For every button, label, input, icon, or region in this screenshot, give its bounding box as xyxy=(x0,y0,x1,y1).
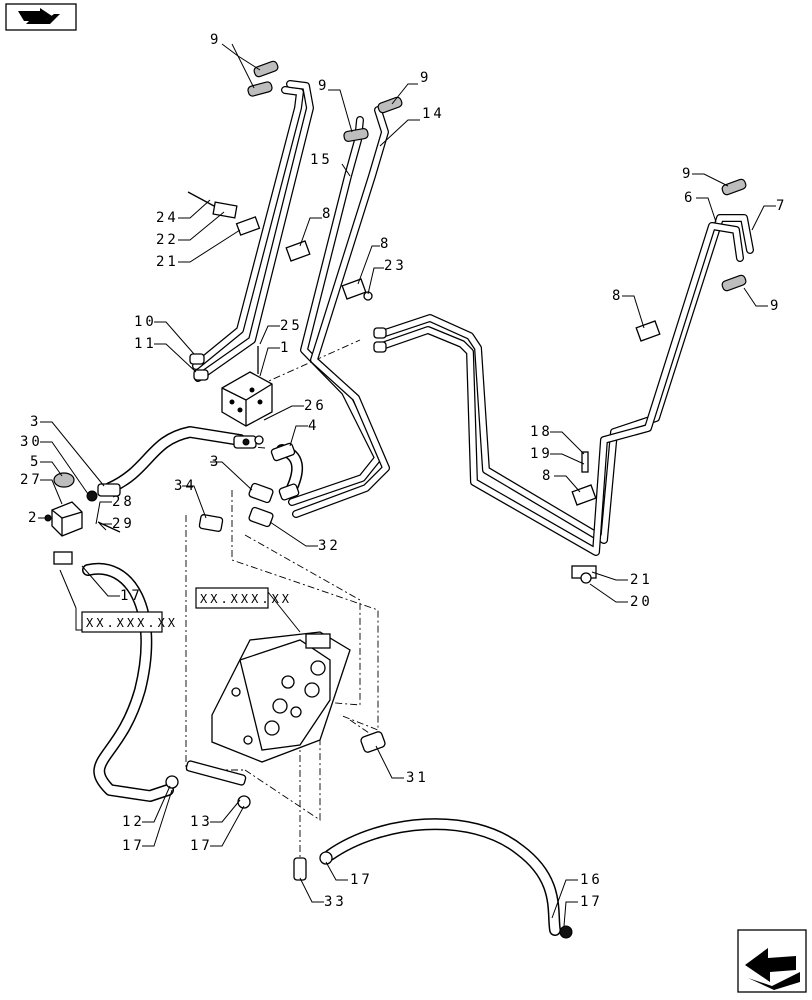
page-back-icon[interactable] xyxy=(5,3,77,31)
callout-19[interactable]: 19 xyxy=(530,446,553,462)
callout-30[interactable]: 30 xyxy=(20,434,43,450)
callout-9c[interactable]: 9 xyxy=(420,70,431,86)
reference-box-joystick-text: XX.XXX.XX xyxy=(86,616,178,630)
callout-26[interactable]: 26 xyxy=(304,398,327,414)
control-valve xyxy=(211,631,351,763)
reference-box-valve[interactable]: XX.XXX.XX xyxy=(195,587,292,609)
callout-8a[interactable]: 8 xyxy=(322,206,333,222)
callout-17d[interactable]: 17 xyxy=(350,872,373,888)
callout-9b[interactable]: 9 xyxy=(318,78,329,94)
callout-9d[interactable]: 9 xyxy=(682,166,693,182)
callout-8c[interactable]: 8 xyxy=(612,288,623,304)
callout-13[interactable]: 13 xyxy=(190,814,213,830)
callout-11[interactable]: 11 xyxy=(134,336,157,352)
callout-24[interactable]: 24 xyxy=(156,210,179,226)
callout-17b[interactable]: 17 xyxy=(122,838,145,854)
callout-34[interactable]: 34 xyxy=(174,478,197,494)
callout-3b[interactable]: 3 xyxy=(210,454,221,470)
callout-4[interactable]: 4 xyxy=(308,418,319,434)
callout-6[interactable]: 6 xyxy=(684,190,695,206)
callout-8b[interactable]: 8 xyxy=(380,236,391,252)
callout-17e[interactable]: 17 xyxy=(580,894,603,910)
callout-14[interactable]: 14 xyxy=(422,106,445,122)
callout-5[interactable]: 5 xyxy=(30,454,41,470)
callout-31[interactable]: 31 xyxy=(406,770,429,786)
callout-32[interactable]: 32 xyxy=(318,538,341,554)
callout-16[interactable]: 16 xyxy=(580,872,603,888)
joystick-valve xyxy=(44,472,83,565)
callout-2[interactable]: 2 xyxy=(28,510,39,526)
flexible-hoses xyxy=(82,426,561,936)
callout-1[interactable]: 1 xyxy=(280,340,291,356)
callout-3a[interactable]: 3 xyxy=(30,414,41,430)
callout-28[interactable]: 28 xyxy=(112,494,135,510)
callout-29[interactable]: 29 xyxy=(112,516,135,532)
callout-7[interactable]: 7 xyxy=(776,198,787,214)
callout-27[interactable]: 27 xyxy=(20,472,43,488)
page-forward-icon[interactable] xyxy=(737,929,807,993)
callout-20[interactable]: 20 xyxy=(630,594,653,610)
callout-10[interactable]: 10 xyxy=(134,314,157,330)
callout-9e[interactable]: 9 xyxy=(770,298,781,314)
fittings xyxy=(86,291,592,939)
reference-box-valve-text: XX.XXX.XX xyxy=(200,592,292,606)
callout-21b[interactable]: 21 xyxy=(630,572,653,588)
rigid-pipes xyxy=(192,80,754,556)
callout-9a[interactable]: 9 xyxy=(210,32,221,48)
callout-15[interactable]: 15 xyxy=(310,152,333,168)
callout-18[interactable]: 18 xyxy=(530,424,553,440)
mounting-block xyxy=(221,346,273,427)
callout-25[interactable]: 25 xyxy=(280,318,303,334)
callout-8d[interactable]: 8 xyxy=(542,468,553,484)
pipe-clamps xyxy=(187,60,747,579)
callout-22[interactable]: 22 xyxy=(156,232,179,248)
callout-33[interactable]: 33 xyxy=(324,894,347,910)
callout-23[interactable]: 23 xyxy=(384,258,407,274)
callout-labels: 9 9 9 14 15 24 22 21 8 8 23 10 11 25 1 2… xyxy=(20,32,787,910)
callout-12[interactable]: 12 xyxy=(122,814,145,830)
callout-17c[interactable]: 17 xyxy=(190,838,213,854)
reference-box-joystick[interactable]: XX.XXX.XX xyxy=(81,611,178,633)
leader-lines xyxy=(38,43,776,927)
callout-21a[interactable]: 21 xyxy=(156,254,179,270)
callout-17a[interactable]: 17 xyxy=(120,588,143,604)
